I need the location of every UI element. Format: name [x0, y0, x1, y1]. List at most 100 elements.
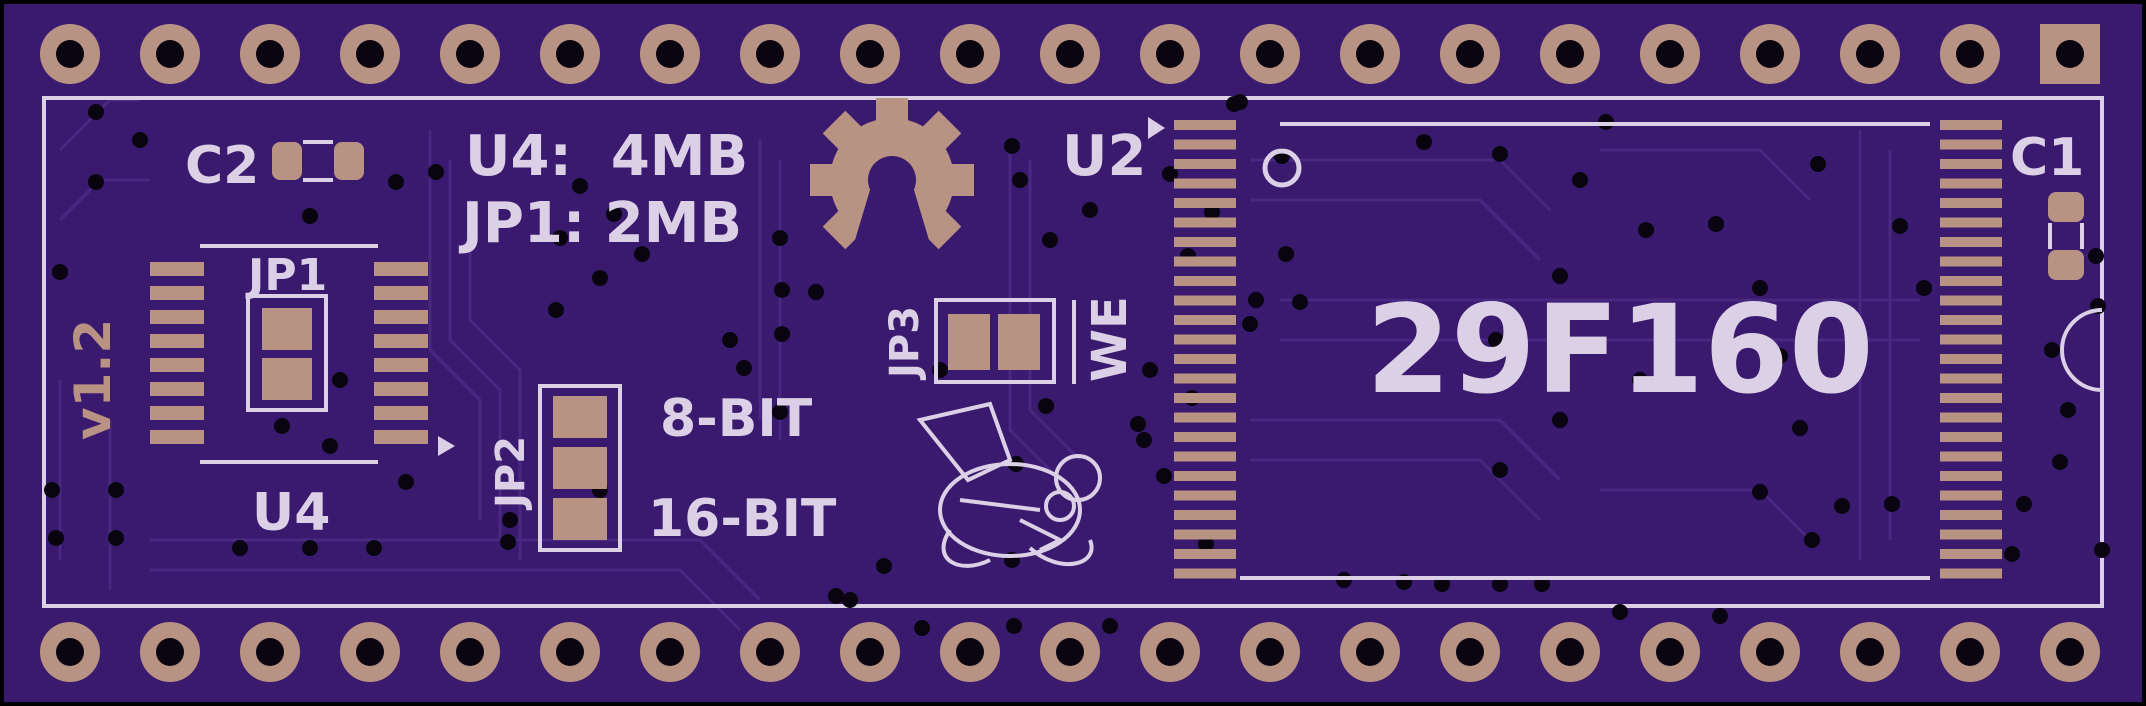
top-pin-row — [40, 24, 2100, 84]
via — [606, 206, 622, 222]
pad-hole — [656, 638, 684, 666]
pad-hole — [756, 638, 784, 666]
via — [88, 104, 104, 120]
via — [1492, 146, 1508, 162]
pad-hole — [1156, 638, 1184, 666]
jp2-label: JP2 — [488, 436, 534, 511]
pad-hole — [1956, 40, 1984, 68]
smd-pad — [374, 358, 428, 372]
smd-pad — [150, 334, 204, 348]
smd-pad — [1174, 139, 1236, 150]
smd-pad — [1174, 432, 1236, 442]
smd-pad — [150, 262, 204, 276]
pad-hole — [856, 40, 884, 68]
pad-hole — [1956, 638, 1984, 666]
via — [1162, 166, 1178, 182]
pad-hole — [1556, 40, 1584, 68]
via — [52, 264, 68, 280]
smd-pad — [1174, 393, 1236, 403]
smd-pad — [374, 406, 428, 420]
smd-pad — [1940, 159, 2002, 169]
via — [722, 332, 738, 348]
smd-pad — [1940, 373, 2002, 384]
via — [1038, 398, 1054, 414]
via — [428, 164, 444, 180]
via — [108, 482, 124, 498]
pad-hole — [1456, 40, 1484, 68]
smd-pad — [1174, 120, 1236, 130]
smd-pad — [150, 430, 204, 444]
smd-pad — [374, 382, 428, 396]
via — [876, 558, 892, 574]
pad-hole — [356, 638, 384, 666]
pad-hole — [1056, 40, 1084, 68]
via — [1810, 156, 1826, 172]
jumper-jp3: JP3 WE — [882, 296, 1138, 384]
via — [774, 326, 790, 342]
pad-hole — [1256, 638, 1284, 666]
via — [398, 474, 414, 490]
pad-hole — [56, 638, 84, 666]
smd-pad — [150, 286, 204, 300]
bit16-label: 16-BIT — [648, 489, 837, 549]
smd-pad — [1940, 471, 2002, 481]
smd-pad — [1940, 120, 2002, 130]
bottom-pin-row — [40, 622, 2100, 682]
c2-label: C2 — [185, 136, 259, 196]
version-label: v1.2 — [64, 319, 122, 440]
via — [1752, 280, 1768, 296]
smd-pad — [1174, 198, 1236, 208]
via — [592, 270, 608, 286]
via — [1488, 332, 1504, 348]
via — [914, 620, 930, 636]
smd-pad — [1174, 354, 1236, 364]
smd-pad — [1174, 159, 1236, 169]
via — [2016, 496, 2032, 512]
via — [274, 418, 290, 434]
via — [108, 530, 124, 546]
via — [1248, 292, 1264, 308]
u4-size-label: U4: 4MB — [465, 124, 748, 189]
via — [772, 230, 788, 246]
smd-pad — [1174, 373, 1236, 384]
via — [1804, 532, 1820, 548]
smd-pad — [1940, 354, 2002, 364]
via — [1612, 604, 1628, 620]
via — [1142, 362, 1158, 378]
pad-hole — [156, 40, 184, 68]
pin1-marker-u2 — [1148, 117, 1165, 139]
via — [1130, 416, 1146, 432]
smd-pad — [1174, 490, 1236, 501]
via — [1004, 138, 1020, 154]
pad-hole — [1656, 40, 1684, 68]
we-label: WE — [1082, 296, 1138, 382]
pad-hole — [1856, 638, 1884, 666]
via — [1292, 294, 1308, 310]
via — [366, 540, 382, 556]
smd-pad — [1174, 217, 1236, 228]
jumper-jp2: JP2 8-BIT 16-BIT — [488, 384, 837, 552]
via — [1102, 618, 1118, 634]
smd-pad — [1174, 256, 1236, 267]
jp1-size-label: JP1: 2MB — [458, 191, 742, 256]
u2-label: U2 — [1062, 124, 1146, 189]
pad-hole — [1356, 40, 1384, 68]
pad-hole — [556, 40, 584, 68]
via — [1042, 232, 1058, 248]
pad-hole — [256, 40, 284, 68]
pad-hole — [2056, 40, 2084, 68]
via — [808, 284, 824, 300]
via — [44, 482, 60, 498]
via — [1552, 268, 1568, 284]
smd-pad — [374, 286, 428, 300]
jp3-label: JP3 — [882, 306, 928, 381]
pad-hole — [56, 40, 84, 68]
pad-hole — [1256, 40, 1284, 68]
via — [1012, 172, 1028, 188]
smd-pad — [1940, 139, 2002, 150]
via — [828, 588, 844, 604]
smd-pad — [374, 310, 428, 324]
via — [1492, 462, 1508, 478]
smd-pad — [1940, 412, 2002, 423]
